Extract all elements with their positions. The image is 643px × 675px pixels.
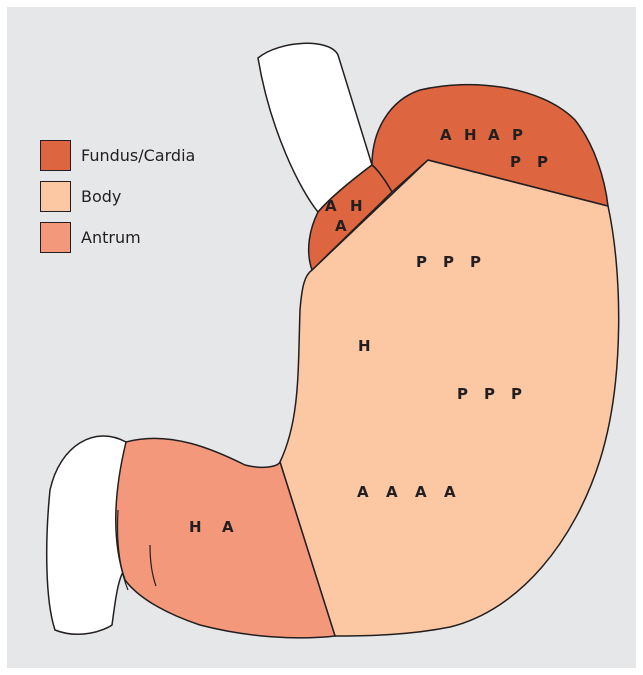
- cardia-label: H: [350, 197, 363, 215]
- legend-label: Fundus/Cardia: [81, 146, 195, 165]
- body-label: A: [357, 483, 369, 501]
- fundus-label: H: [464, 126, 477, 144]
- antrum-label: H: [189, 518, 202, 536]
- fundus-label: A: [440, 126, 452, 144]
- legend-label: Body: [81, 187, 121, 206]
- fundus-label: P: [512, 126, 523, 144]
- antrum-label: A: [222, 518, 234, 536]
- legend-item-antrum: Antrum: [40, 222, 280, 253]
- body-label: A: [444, 483, 456, 501]
- legend-label: Antrum: [81, 228, 141, 247]
- legend-item-body: Body: [40, 181, 280, 212]
- legend-swatch: [40, 222, 71, 253]
- legend: Fundus/Cardia Body Antrum: [40, 140, 280, 263]
- legend-item-fundus-cardia: Fundus/Cardia: [40, 140, 280, 171]
- body-label: P: [484, 385, 495, 403]
- body-label: P: [470, 253, 481, 271]
- legend-swatch: [40, 181, 71, 212]
- cardia-label: A: [335, 217, 347, 235]
- fundus-label: P: [537, 153, 548, 171]
- body-label: P: [443, 253, 454, 271]
- body-label: P: [457, 385, 468, 403]
- fundus-label: P: [510, 153, 521, 171]
- body-label: P: [511, 385, 522, 403]
- cardia-label: A: [325, 197, 337, 215]
- legend-swatch: [40, 140, 71, 171]
- fundus-label: A: [488, 126, 500, 144]
- body-label: A: [386, 483, 398, 501]
- body-label: P: [416, 253, 427, 271]
- body-label: H: [358, 337, 371, 355]
- body-label: A: [415, 483, 427, 501]
